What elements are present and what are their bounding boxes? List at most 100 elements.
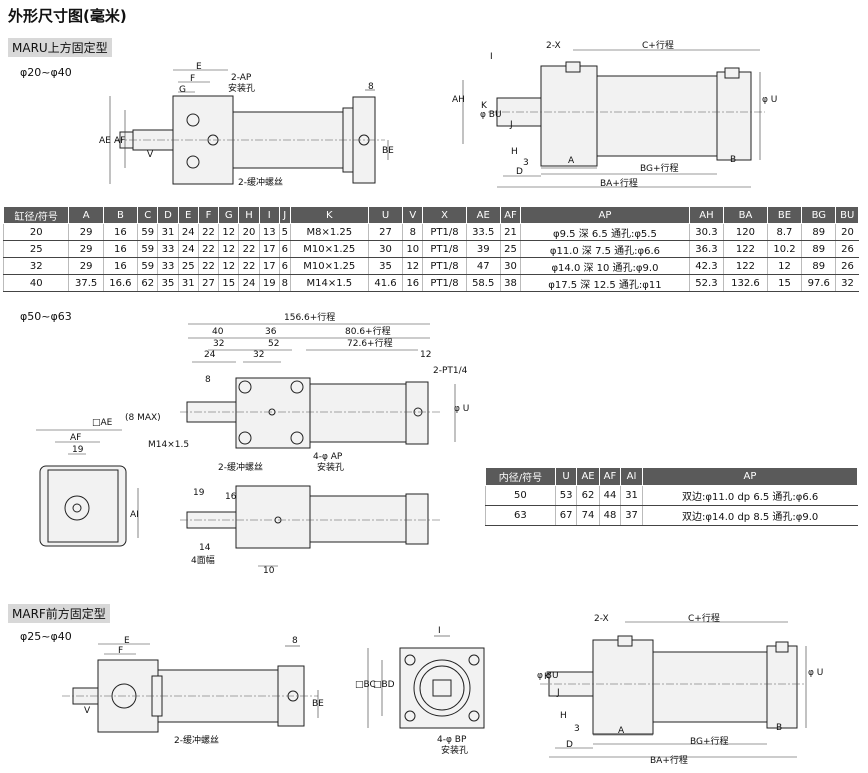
table-cell: PT1/8: [422, 240, 467, 258]
dim-AI: AI: [130, 510, 139, 520]
table-cell: 15: [218, 274, 239, 292]
dim-V-marf: V: [84, 706, 91, 716]
table-cell: M10×1.25: [289, 257, 369, 275]
range-25-40: φ25~φ40: [20, 630, 72, 643]
table-cell: 31: [177, 274, 199, 292]
table-cell: 12: [218, 240, 239, 258]
table-cell: 24: [238, 274, 260, 292]
table-cell: 48: [598, 505, 621, 526]
table-cell: 25: [499, 240, 521, 258]
column-header: D: [157, 206, 179, 224]
table-cell: 97.6: [801, 274, 836, 292]
table-cell: 20: [835, 223, 859, 241]
table-cell: 25: [2, 240, 69, 258]
page-title: 外形尺寸图(毫米): [8, 7, 127, 25]
column-header: V: [402, 206, 424, 224]
dim-V: V: [147, 150, 154, 160]
table-cell: 30: [367, 240, 403, 258]
column-header: AF: [598, 467, 622, 486]
table-cell: 59: [137, 257, 158, 275]
table-cell: 62: [576, 485, 600, 506]
dim-c-stroke: C+行程: [642, 41, 674, 51]
column-header: AP: [641, 467, 859, 486]
table-cell: 67: [554, 505, 577, 526]
table-cell: φ9.5 深 6.5 通孔:φ5.5: [520, 223, 690, 241]
table-cell: 132.6: [723, 274, 768, 292]
table-cell: 22: [238, 257, 260, 275]
dim-72-6: 72.6+行程: [347, 339, 393, 349]
table-cell: 63: [485, 505, 556, 526]
dim-E-marf: E: [124, 636, 130, 646]
column-header: AE: [465, 206, 501, 224]
dim-36: 36: [265, 327, 277, 337]
table-cell: 8: [278, 274, 291, 292]
dim-BE: BE: [382, 146, 394, 156]
dim-AE: AE: [99, 136, 111, 146]
table-cell: φ14.0 深 10 通孔:φ9.0: [520, 257, 690, 275]
dim-8: 8: [368, 82, 374, 92]
dim-H: H: [511, 147, 518, 157]
column-header: F: [197, 206, 220, 224]
label-pt14: 2-PT1/4: [433, 366, 468, 376]
dim-A-marf: A: [618, 726, 625, 736]
dim-BE-marf: BE: [312, 699, 324, 709]
column-header: K: [289, 206, 369, 224]
label-4bp: 4-φ BP: [437, 735, 467, 745]
dim-BD: □BD: [373, 680, 395, 690]
table-cell: 29: [68, 240, 104, 258]
column-header: BE: [766, 206, 803, 224]
table-cell: PT1/8: [422, 257, 467, 275]
dim-BU: φ BU: [480, 110, 502, 120]
table-cell: 35: [157, 274, 179, 292]
column-header: G: [218, 206, 240, 224]
table-cell: 30.3: [688, 223, 724, 241]
table-cell: 13: [258, 223, 280, 241]
label-install-hole: 安装孔: [228, 84, 256, 94]
dim-bg-stroke-marf: BG+行程: [690, 737, 729, 747]
column-header: AP: [520, 206, 690, 224]
table-cell: 24: [177, 223, 199, 241]
section-maru: MARU上方固定型: [8, 38, 112, 57]
table-cell: 44: [598, 485, 621, 506]
table-cell: 12: [402, 257, 423, 275]
table-cell: 17: [258, 240, 280, 258]
table-cell: 62: [137, 274, 158, 292]
dim-B-marf: B: [776, 723, 783, 733]
column-header: BU: [835, 206, 859, 224]
column-header: C: [137, 206, 159, 224]
table-cell: 16.6: [102, 274, 138, 292]
dim-8-marf: 8: [292, 636, 298, 646]
table-cell: 52.3: [688, 274, 724, 292]
table-cell: 74: [576, 505, 600, 526]
dim-24: 24: [204, 350, 216, 360]
section-marf: MARF前方固定型: [8, 604, 110, 623]
column-header: 内径/符号: [485, 467, 556, 486]
range-20-40: φ20~φ40: [20, 66, 72, 79]
dim-U-marf: φ U: [808, 668, 824, 678]
table-cell: 6: [278, 240, 291, 258]
dim-14: 14: [199, 543, 211, 553]
dim-sq-AE: □AE: [92, 418, 113, 428]
dim-B: B: [730, 155, 737, 165]
table-cell: 33: [157, 257, 179, 275]
table-cell: 25: [177, 257, 199, 275]
label-install-hole-3: 安装孔: [441, 746, 469, 756]
table-cell: 31: [157, 223, 179, 241]
table-cell: 17: [258, 257, 280, 275]
table-cell: PT1/8: [422, 274, 467, 292]
dim-32: 32: [213, 339, 225, 349]
dim-G: G: [179, 85, 186, 95]
table-cell: 30: [499, 257, 521, 275]
dim-J: J: [510, 120, 513, 130]
dim-I: I: [490, 52, 493, 62]
table-cell: 26: [835, 257, 859, 275]
table-cell: 6: [278, 257, 291, 275]
